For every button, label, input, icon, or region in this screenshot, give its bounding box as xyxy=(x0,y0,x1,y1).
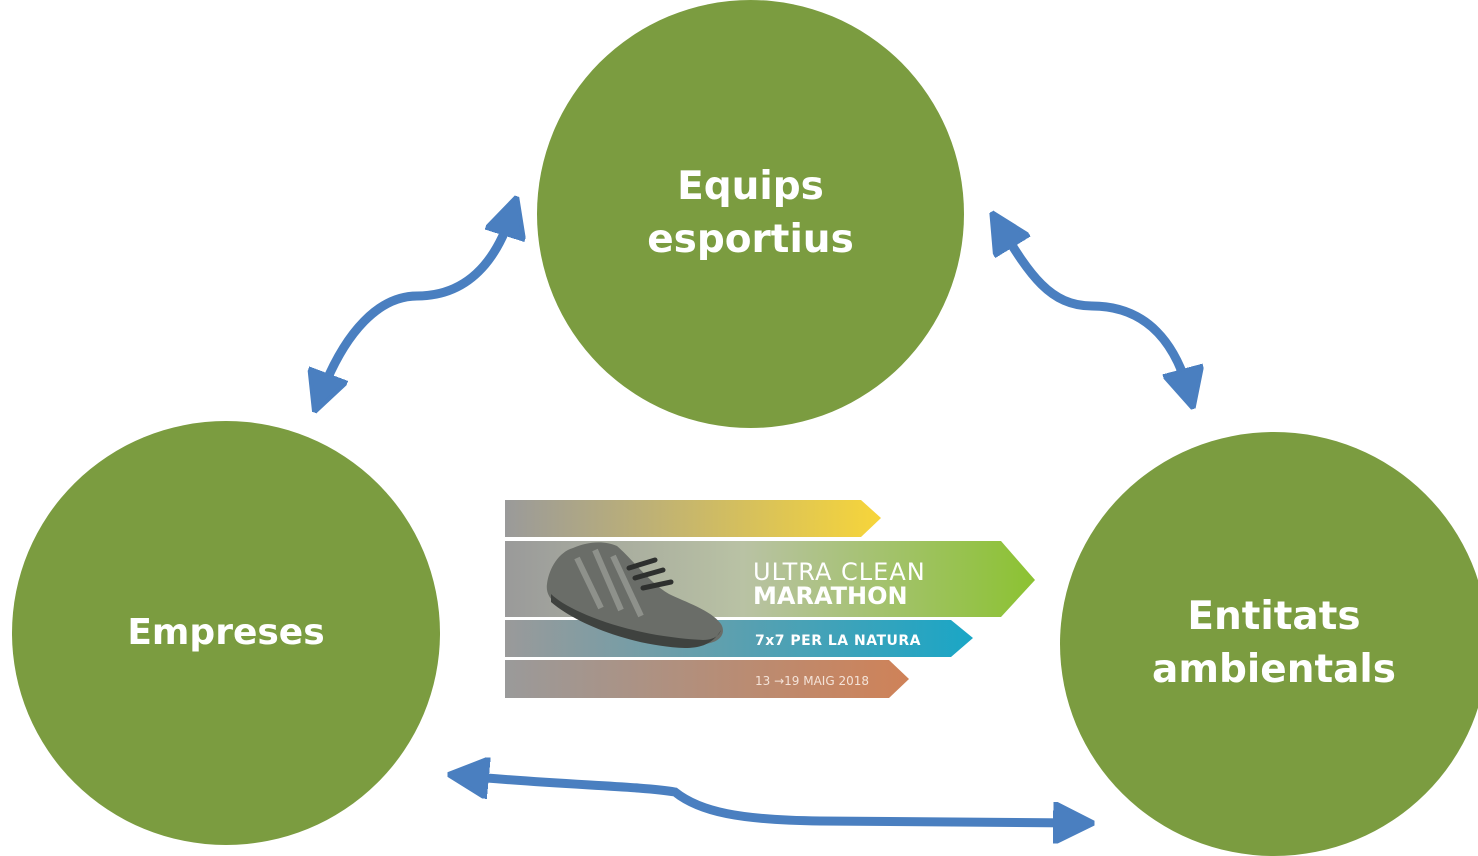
node-equips-esportius: Equips esportius xyxy=(537,0,964,428)
logo-stripe-yellow xyxy=(505,500,881,537)
logo-dates: 13 →19 MAIG 2018 xyxy=(755,674,869,688)
ultra-clean-marathon-logo: ULTRA CLEAN MARATHON 7x7 PER LA NATURA 1… xyxy=(505,500,1035,698)
arrow-empreses-entitats xyxy=(464,776,1078,823)
node-entitats-label-line2: ambientals xyxy=(1152,647,1396,692)
arrow-empreses-equips xyxy=(320,212,512,397)
node-equips-label-line1: Equips xyxy=(677,164,824,210)
logo-title-line2: MARATHON xyxy=(753,582,908,610)
arrow-equips-entitats xyxy=(1000,226,1189,393)
logo-stripe-orange xyxy=(505,660,909,698)
node-entitats-label-line1: Entitats xyxy=(1187,594,1361,640)
node-equips-label-line2: esportius xyxy=(647,217,854,262)
node-entitats-ambientals: Entitats ambientals xyxy=(1060,432,1478,856)
running-shoe-icon xyxy=(546,542,723,648)
logo-title-line1: ULTRA CLEAN xyxy=(753,558,926,586)
logo-subtitle: 7x7 PER LA NATURA xyxy=(755,633,921,649)
node-empreses-label: Empreses xyxy=(127,611,325,653)
node-empreses: Empreses xyxy=(12,421,440,845)
